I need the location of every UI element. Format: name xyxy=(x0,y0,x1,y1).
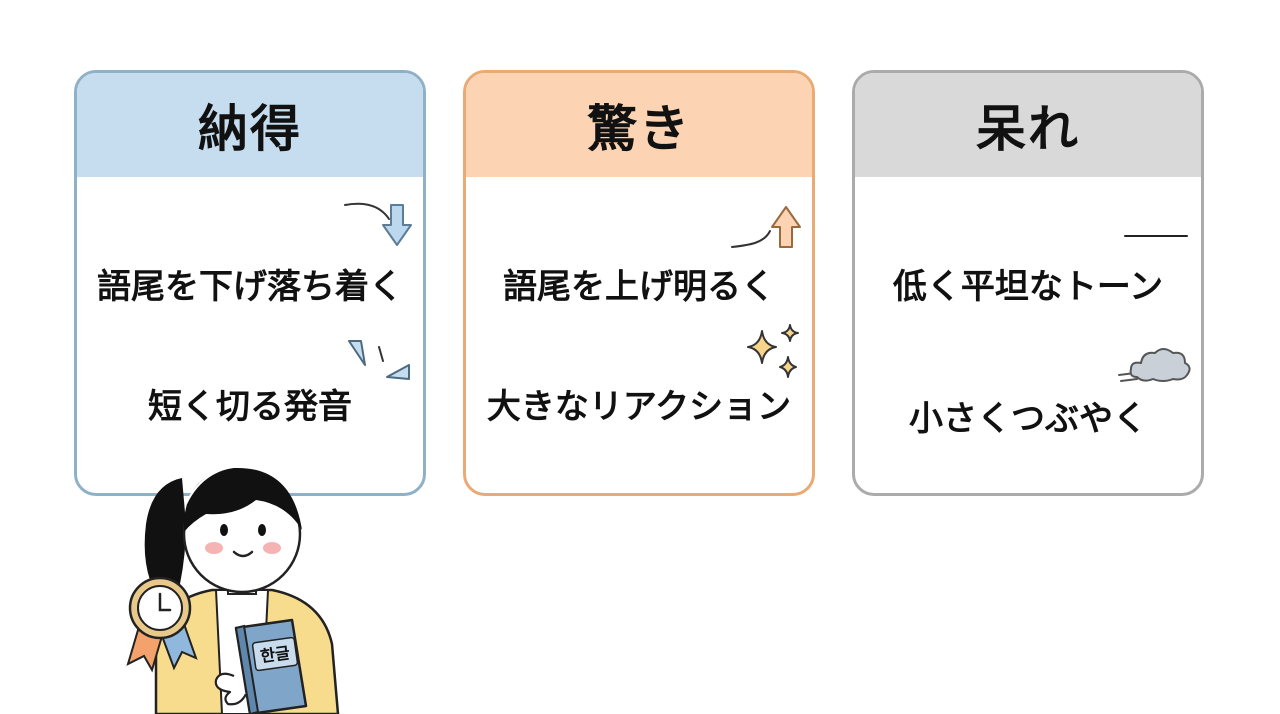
flat-line-icon xyxy=(1124,235,1188,237)
arrow-down-icon xyxy=(344,202,412,246)
card-line-2: 大きなリアクション xyxy=(486,387,792,427)
card-title: 驚き xyxy=(466,73,812,177)
sparkle-icon xyxy=(747,324,799,378)
card-line-1: 語尾を上げ明るく xyxy=(503,267,775,307)
book-icon: 한글 xyxy=(234,618,308,714)
girl-character: 한글 xyxy=(126,464,340,714)
emphasis-lines-icon xyxy=(348,340,410,380)
card-nattoku: 納得 語尾を下げ落ち着く 短く切る発音 xyxy=(74,70,426,496)
book-label: 한글 xyxy=(259,643,291,666)
card-akire: 呆れ 低く平坦なトーン 小さくつぶやく xyxy=(852,70,1204,496)
card-line-2: 短く切る発音 xyxy=(148,387,352,427)
card-title: 納得 xyxy=(77,73,423,177)
card-title: 呆れ xyxy=(855,73,1201,177)
card-odoroki: 驚き 語尾を上げ明るく 大きなリアクション xyxy=(463,70,815,496)
clock-badge-icon xyxy=(126,576,198,673)
card-line-1: 語尾を下げ落ち着く xyxy=(97,267,403,307)
arrow-up-icon xyxy=(731,206,801,248)
cloud-icon xyxy=(1118,348,1191,382)
card-line-1: 低く平坦なトーン xyxy=(892,267,1164,307)
card-line-2: 小さくつぶやく xyxy=(909,399,1147,439)
